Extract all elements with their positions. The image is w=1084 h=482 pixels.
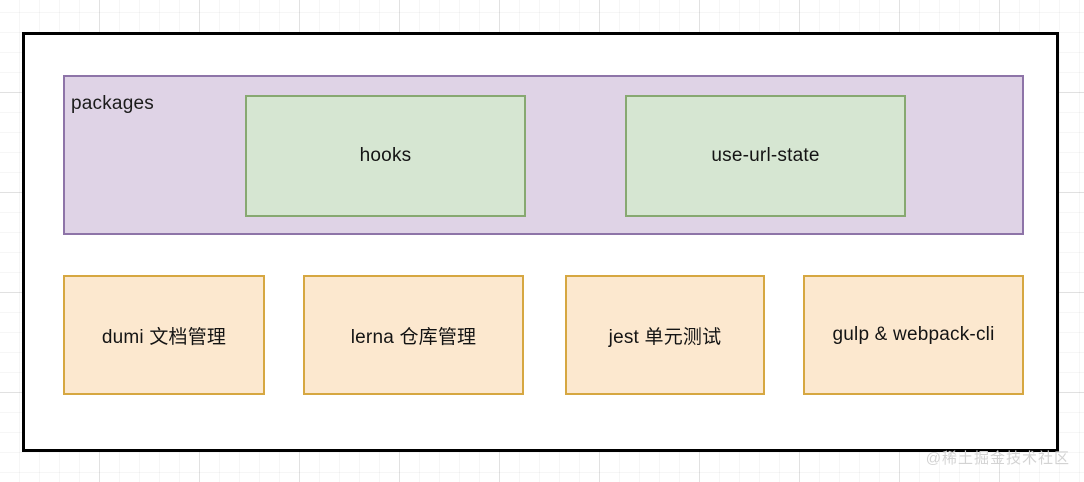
tooling-box-label: lerna 仓库管理 xyxy=(350,326,477,348)
tooling-box-lerna[interactable]: lerna 仓库管理 xyxy=(303,275,524,395)
tooling-box-label: jest 单元测试 xyxy=(608,326,722,348)
package-box-label: use-url-state xyxy=(711,145,820,166)
tooling-box-label: dumi 文档管理 xyxy=(101,326,227,348)
tooling-box-jest[interactable]: jest 单元测试 xyxy=(565,275,765,395)
tooling-box-gulp-webpack-cli[interactable]: gulp & webpack-cli xyxy=(803,275,1024,395)
tooling-box-dumi[interactable]: dumi 文档管理 xyxy=(63,275,265,395)
tooling-box-label: gulp & webpack-cli xyxy=(832,324,995,345)
package-box-hooks[interactable]: hooks xyxy=(245,95,526,217)
packages-group[interactable]: packages hooks use-url-state xyxy=(63,75,1024,235)
package-box-use-url-state[interactable]: use-url-state xyxy=(625,95,906,217)
watermark: @稀土掘金技术社区 xyxy=(925,450,1070,467)
packages-group-label: packages xyxy=(71,93,154,114)
diagram-frame: packages hooks use-url-state dumi 文档管理 l… xyxy=(22,32,1059,452)
package-box-label: hooks xyxy=(359,145,412,166)
